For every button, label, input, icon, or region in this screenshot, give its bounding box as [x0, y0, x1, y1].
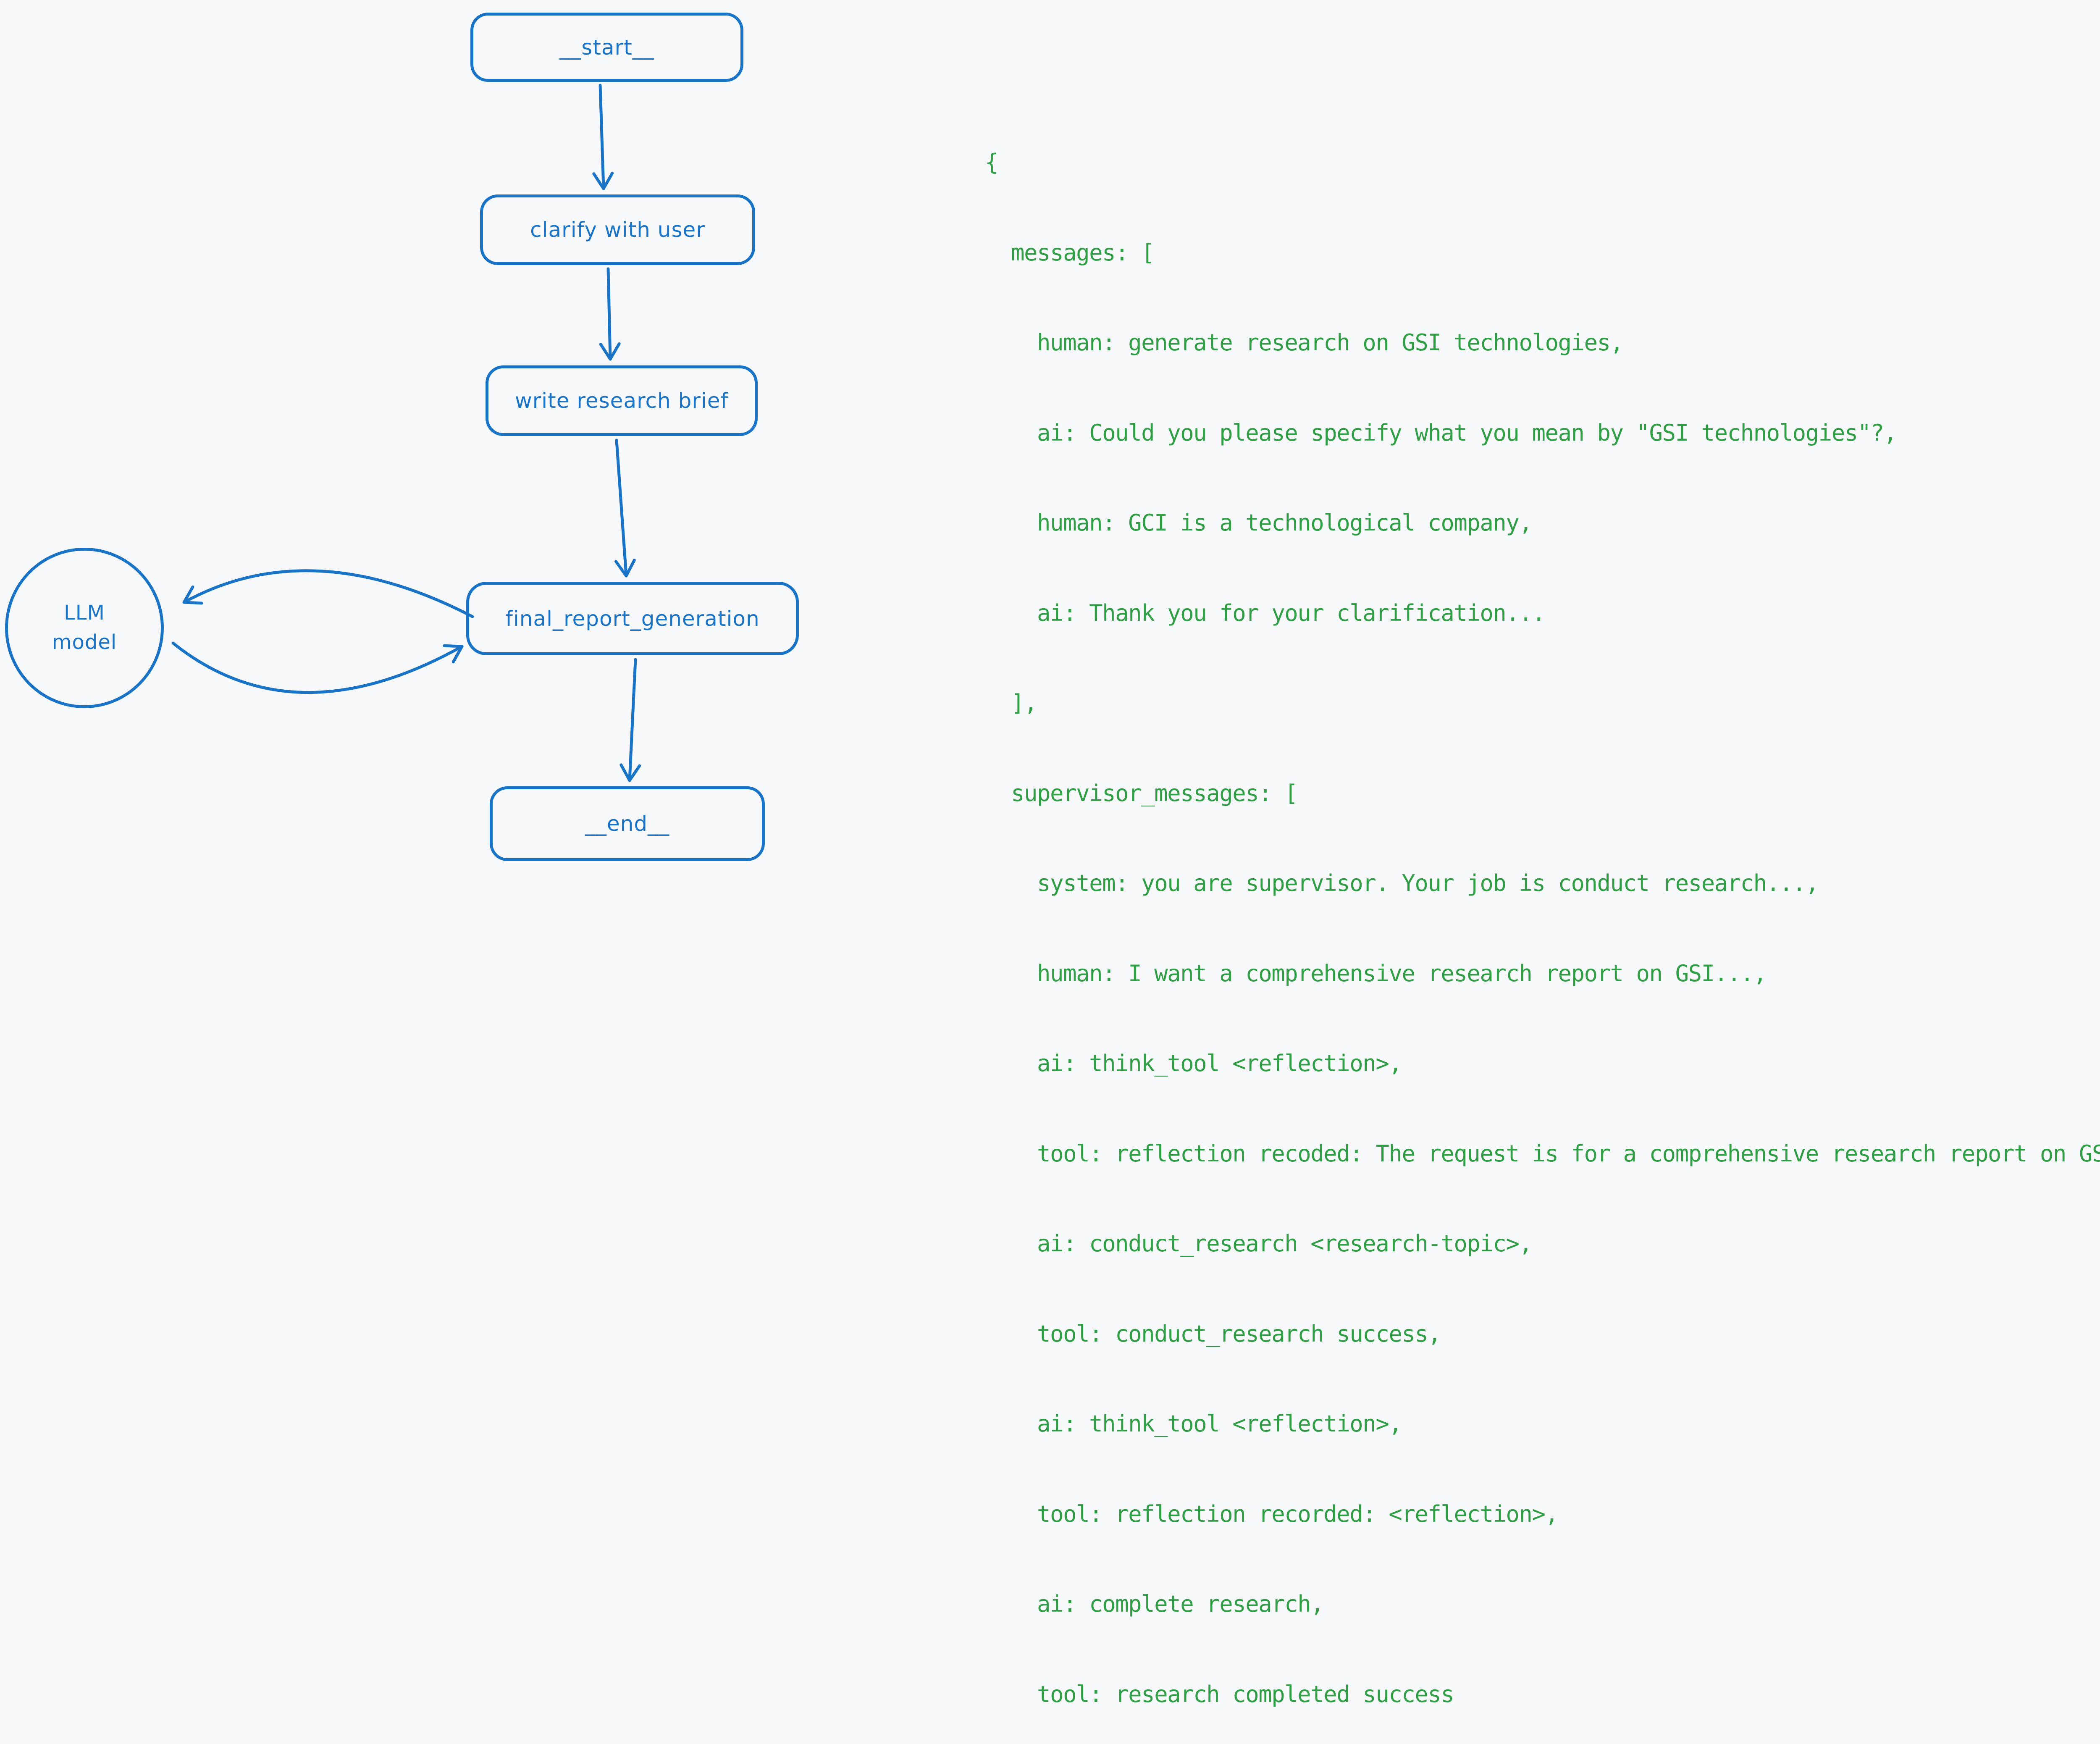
code-line: ai: Could you please specify what you me… — [985, 419, 1897, 446]
node-end: __end__ — [490, 786, 765, 861]
code-line: tool: reflection recorded: <reflection>, — [985, 1500, 1559, 1527]
code-line: human: GCI is a technological company, — [985, 510, 1533, 536]
node-clarify-with-user: clarify with user — [480, 194, 755, 265]
code-line: supervisor_messages: [ — [985, 780, 1298, 806]
code-line: { — [985, 149, 999, 176]
code-line: ai: Thank you for your clarification... — [985, 599, 1546, 626]
node-write-research-brief: write research brief — [486, 365, 758, 436]
node-start: __start__ — [470, 13, 743, 82]
arrow-llm-to-final — [171, 641, 464, 694]
node-llm-label-line2: model — [52, 630, 117, 654]
node-final-label: final_report_generation — [505, 606, 760, 631]
node-clarify-label: clarify with user — [530, 218, 705, 242]
node-llm-model: LLM model — [5, 548, 164, 708]
code-line: tool: research completed success — [985, 1681, 1454, 1707]
node-start-label: __start__ — [559, 35, 654, 60]
node-brief-label: write research brief — [514, 389, 729, 413]
node-final-report-generation: final_report_generation — [466, 582, 799, 655]
arrows-layer — [171, 84, 641, 782]
arrow-final-to-llm — [182, 569, 474, 618]
arrow-final-to-end — [620, 658, 641, 782]
code-line: messages: [ — [985, 239, 1155, 266]
code-line: ], — [985, 690, 1038, 716]
code-line: human: generate research on GSI technolo… — [985, 329, 1624, 356]
code-line: human: I want a comprehensive research r… — [985, 960, 1767, 987]
code-line: ai: think_tool <reflection>, — [985, 1410, 1402, 1437]
state-code-block: { messages: [ human: generate research o… — [985, 87, 2100, 1744]
code-line: ai: conduct_research <research-topic>, — [985, 1230, 1533, 1257]
code-line: ai: think_tool <reflection>, — [985, 1050, 1402, 1077]
code-line: ai: complete research, — [985, 1591, 1324, 1617]
code-line: tool: conduct_research success, — [985, 1320, 1441, 1347]
whiteboard-canvas: __start__ clarify with user write resear… — [5, 13, 2100, 1707]
arrow-brief-to-final — [614, 439, 636, 578]
code-line: tool: reflection recoded: The request is… — [985, 1140, 2100, 1167]
arrow-clarify-to-brief — [599, 267, 621, 361]
arrow-start-to-clarify — [592, 84, 614, 190]
node-end-label: __end__ — [585, 812, 670, 836]
node-llm-label-line1: LLM — [64, 601, 105, 625]
code-line: system: you are supervisor. Your job is … — [985, 870, 1819, 896]
